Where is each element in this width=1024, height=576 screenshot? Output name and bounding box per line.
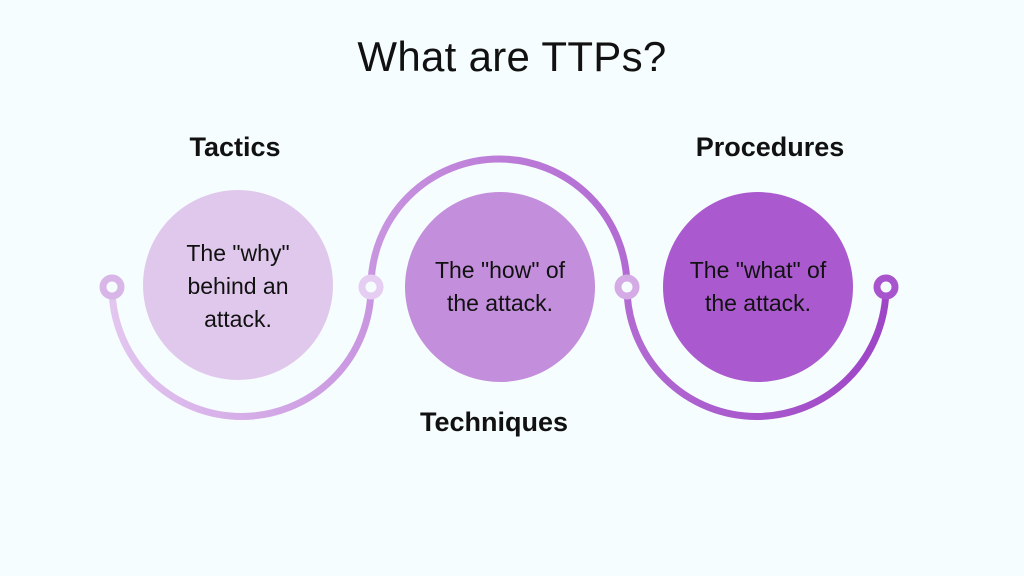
- connector-node-icon: [358, 274, 384, 300]
- techniques-description: The "how" of the attack.: [400, 254, 600, 320]
- techniques-description-line: The "how" of: [434, 257, 566, 283]
- tactics-label: Tactics: [189, 132, 281, 162]
- connector-node-icon: [873, 274, 899, 300]
- connector-node-icon: [614, 274, 640, 300]
- tactics-circle: [143, 190, 333, 380]
- tactics-description-line: The "why": [186, 240, 290, 266]
- procedures-circle: [663, 192, 853, 382]
- page-title: What are TTPs?: [357, 33, 667, 80]
- procedures-description-line: The "what" of: [689, 257, 827, 283]
- techniques-label: Techniques: [419, 407, 569, 437]
- techniques-description-line: the attack.: [446, 290, 554, 316]
- procedures-description-line: the attack.: [704, 290, 812, 316]
- connector-node-icon: [99, 274, 125, 300]
- tactics-description-line: behind an: [187, 273, 289, 299]
- techniques-circle: [405, 192, 595, 382]
- tactics-description-line: attack.: [204, 306, 272, 332]
- tactics-description: The "why" behind an attack.: [138, 237, 338, 336]
- procedures-label: Procedures: [695, 132, 845, 162]
- procedures-description: The "what" of the attack.: [658, 254, 858, 320]
- connector-wave-path: [108, 155, 890, 420]
